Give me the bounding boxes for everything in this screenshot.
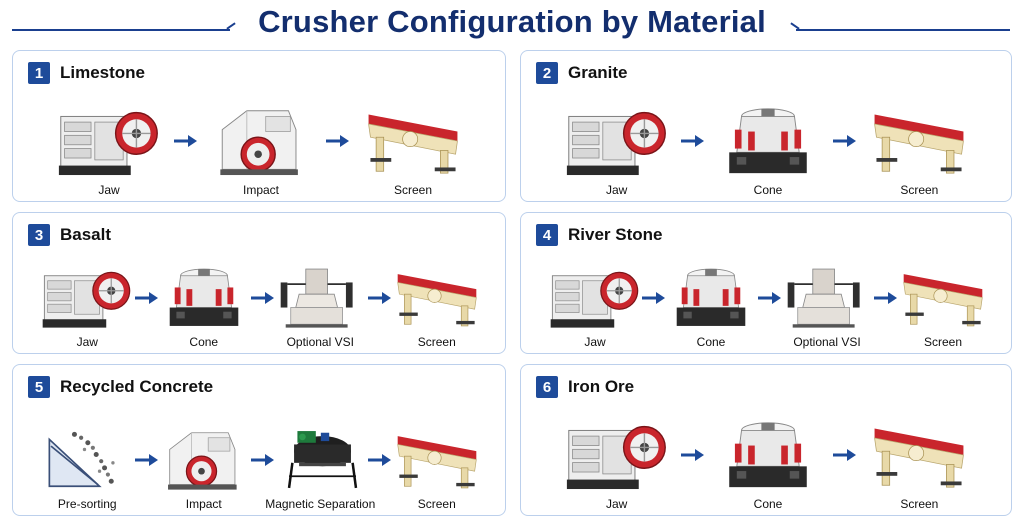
panel-header: 2 Granite [536,62,628,84]
step-number-badge: 2 [536,62,558,84]
cone-crusher-icon [716,103,820,179]
step-label: Optional VSI [793,335,861,349]
step-label: Screen [417,335,456,349]
flow-arrow-icon [366,290,392,306]
impact-crusher-icon [158,426,250,493]
step-label: Jaw [98,183,120,197]
flow-arrow-icon [366,452,392,468]
material-name: Granite [568,63,628,82]
impact-crusher-icon [209,103,313,179]
flow-arrow-icon [640,290,666,306]
vibrating-screen-icon [391,426,483,493]
jaw-crusher-icon [41,264,133,331]
step-label: Screen [900,497,939,511]
step-label: Jaw [605,497,628,511]
step-label: Screen [923,335,963,349]
panel-header: 1 Limestone [28,62,145,84]
step-label: Impact [242,183,279,197]
vibrating-screen-icon [867,417,971,493]
step-label: Cone [189,335,219,349]
flow-arrow-icon [831,133,857,149]
step-label: Jaw [584,335,606,349]
step-label: Impact [185,497,222,511]
step-label: Optional VSI [286,335,354,349]
material-name: Iron Ore [568,377,635,396]
step-label: Magnetic Separation [265,497,376,511]
jaw-crusher-icon [57,103,161,179]
step-number-badge: 6 [536,376,558,398]
page-title: Crusher Configuration by Material [258,4,766,39]
step-label: Cone [753,183,783,197]
step-number-badge: 5 [28,376,50,398]
flow-arrow-icon [679,133,705,149]
cone-crusher-icon [716,417,820,493]
step-number-badge: 3 [28,224,50,246]
pre-sorting-icon [41,426,133,493]
jaw-crusher-icon [565,417,669,493]
flow-arrow-icon [831,447,857,463]
flow-arrow-icon [872,290,898,306]
vibrating-screen-icon [867,103,971,179]
flow-arrow-icon [133,290,159,306]
step-label: Cone [696,335,726,349]
flow-arrow-icon [324,133,350,149]
step-label: Jaw [605,183,628,197]
vsi-crusher-icon [781,264,873,331]
material-name: River Stone [568,225,663,244]
flow-arrow-icon [679,447,705,463]
title-row: Crusher Configuration by Material [0,0,1024,50]
step-label: Cone [753,497,783,511]
step-label: Pre-sorting [57,497,117,511]
flow-arrow-icon [249,452,275,468]
vibrating-screen-icon [361,103,465,179]
step-number-badge: 1 [28,62,50,84]
step-label: Screen [393,183,433,197]
magnetic-separator-icon [274,426,366,493]
jaw-crusher-icon [565,103,669,179]
vsi-crusher-icon [274,264,366,331]
cone-crusher-icon [665,264,757,331]
flow-arrow-icon [133,452,159,468]
panel-header: 5 Recycled Concrete [28,376,213,398]
material-name: Basalt [60,225,112,244]
material-name: Limestone [60,63,146,82]
step-label: Screen [900,183,939,197]
step-number-badge: 4 [536,224,558,246]
step-label: Jaw [76,335,98,349]
flow-arrow-icon [249,290,275,306]
step-label: Screen [417,497,456,511]
cone-crusher-icon [158,264,250,331]
flow-arrow-icon [756,290,782,306]
material-name: Recycled Concrete [60,377,214,396]
title-rule-left [12,29,230,31]
panel-header: 4 River Stone [536,224,662,246]
vibrating-screen-icon [897,264,989,331]
vibrating-screen-icon [391,264,483,331]
jaw-crusher-icon [549,264,641,331]
flow-arrow-icon [172,133,198,149]
panel-header: 3 Basalt [28,224,111,246]
panel-header: 6 Iron Ore [536,376,634,398]
title-rule-right [796,29,1010,31]
